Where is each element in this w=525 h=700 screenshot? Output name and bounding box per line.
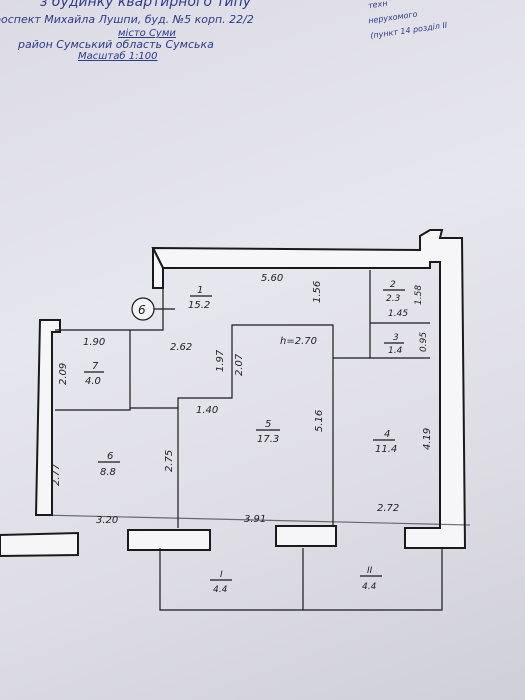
dim-1-40: 1.40 <box>196 405 218 416</box>
room-2: 2 2.3 <box>383 280 405 304</box>
room-3-number: 3 <box>393 333 399 343</box>
balcony-1-number: I <box>220 570 223 580</box>
dim-3-91: 3.91 <box>244 514 266 525</box>
room-1-area: 15.2 <box>188 300 210 311</box>
room-4-number: 4 <box>384 429 390 440</box>
room-7-number: 7 <box>92 361 99 372</box>
room-7: 7 4.0 <box>84 361 104 387</box>
room-4-area: 11.4 <box>375 444 397 455</box>
header-line-scale: Масштаб 1:100 <box>78 51 158 62</box>
room-5: 5 17.3 <box>256 419 280 445</box>
dim-1-97: 1.97 <box>215 349 226 372</box>
dim-1-58: 1.58 <box>414 285 424 305</box>
room-2-number: 2 <box>390 280 396 290</box>
dim-1-90: 1.90 <box>83 337 105 348</box>
room-7-area: 4.0 <box>85 376 101 387</box>
dim-2-77: 2.77 <box>51 463 62 486</box>
ceiling-height: h=2.70 <box>280 336 317 347</box>
room-3: 3 1.4 <box>384 333 404 356</box>
room-6-area: 8.8 <box>100 467 116 478</box>
dim-1-45: 1.45 <box>388 309 408 319</box>
room-6-number: 6 <box>107 451 113 462</box>
dim-2-09: 2.09 <box>58 363 69 385</box>
room-3-area: 1.4 <box>388 346 403 356</box>
dim-2-75: 2.75 <box>164 450 175 472</box>
room-2-area: 2.3 <box>386 294 401 304</box>
dim-5-16: 5.16 <box>314 410 325 432</box>
interior-walls <box>39 270 471 528</box>
balcony-2-number: II <box>367 566 373 576</box>
dim-2-72: 2.72 <box>377 503 399 514</box>
balcony-1-area: 4.4 <box>213 585 228 595</box>
header-line-region: район Сумський область Сумська <box>18 38 214 51</box>
balcony-1: I 4.4 <box>210 570 232 595</box>
dim-2-07: 2.07 <box>234 353 245 376</box>
header-line-city: місто Суми <box>118 28 176 39</box>
room-5-area: 17.3 <box>257 434 279 445</box>
balcony-2: II 4.4 <box>360 566 382 592</box>
room-1: 1 15.2 <box>188 285 212 311</box>
axis-marker-label: 6 <box>138 303 146 317</box>
room-1-number: 1 <box>197 285 203 296</box>
balconies <box>159 548 443 611</box>
header-line-type: з будинку квартирного типу <box>40 0 252 10</box>
room-4: 4 11.4 <box>373 429 397 455</box>
dim-5-60: 5.60 <box>261 273 283 284</box>
dim-2-62: 2.62 <box>170 342 192 353</box>
dim-4-19: 4.19 <box>422 428 433 450</box>
outer-walls <box>0 229 467 558</box>
room-6: 6 8.8 <box>98 451 120 478</box>
dim-1-56: 1.56 <box>312 281 323 303</box>
dim-0-95: 0.95 <box>419 332 429 352</box>
dim-3-20: 3.20 <box>96 515 118 526</box>
balcony-2-area: 4.4 <box>362 582 377 592</box>
room-5-number: 5 <box>265 419 271 430</box>
header-line-address: роспект Михайла Лушпи, буд. №5 корп. 22/… <box>0 13 254 26</box>
